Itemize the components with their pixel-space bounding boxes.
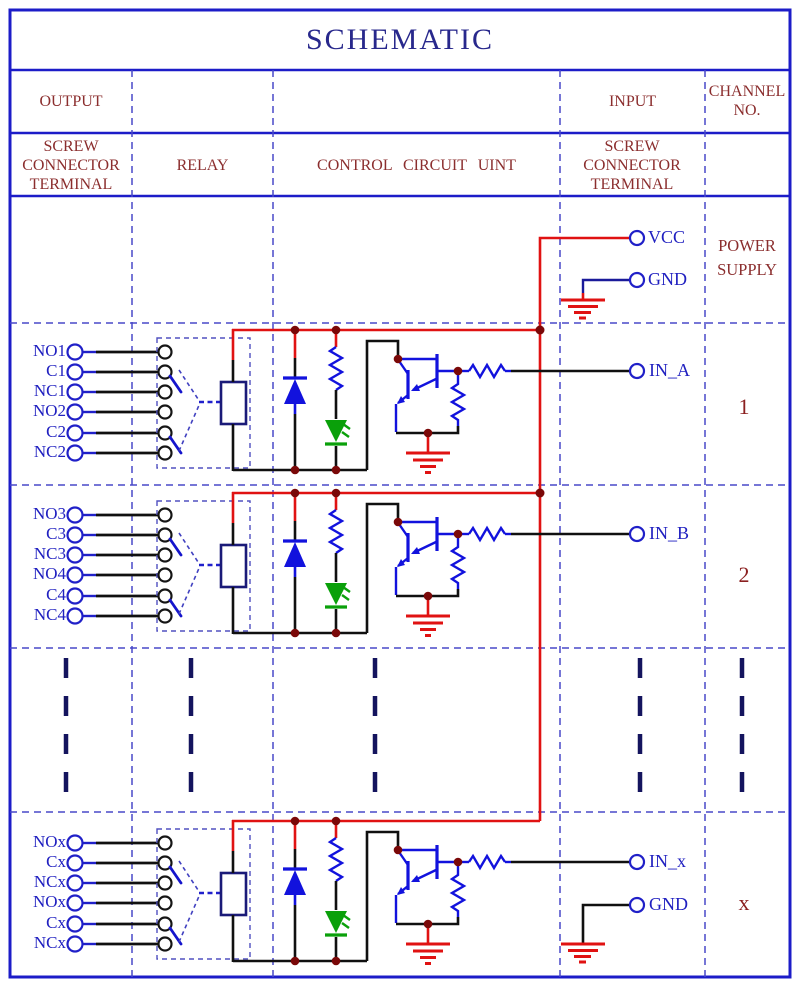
header-channel-no: CHANNEL NO. — [708, 83, 786, 120]
channel-x-gnd-circuit — [561, 896, 646, 964]
channel-x-circuit — [65, 815, 646, 967]
terminal-label: Cx — [46, 913, 66, 932]
terminal-label: C4 — [46, 585, 66, 604]
gnd-terminal-ring — [628, 896, 646, 914]
sheet-title: SCHEMATIC — [305, 23, 495, 56]
ground-symbol — [561, 293, 605, 320]
ground-symbol — [561, 942, 605, 964]
header-screw-left: SCREW CONNECTOR TERMINAL — [22, 138, 120, 194]
main-vcc-line — [538, 236, 630, 821]
terminal-label: NO1 — [32, 341, 66, 360]
vcc-terminal-ring — [628, 229, 646, 247]
power-supply-circuit — [538, 229, 646, 821]
grid-lines — [8, 8, 792, 979]
header-control-circuit: CONTROL CIRCUIT UINT — [317, 157, 516, 174]
continuation-marks — [63, 658, 745, 798]
terminal-label: C3 — [46, 524, 66, 543]
terminal-label: NOx — [32, 892, 66, 911]
dashed-dividers — [10, 70, 790, 977]
channel-number: 1 — [738, 394, 750, 419]
terminal-label: NC2 — [33, 442, 66, 461]
terminal-label: C2 — [46, 422, 66, 441]
terminal-label: NC4 — [33, 605, 66, 624]
header-screw-right: SCREW CONNECTOR TERMINAL — [583, 138, 681, 194]
terminal-label: NO4 — [32, 564, 66, 583]
power-supply-label: POWER SUPPLY — [717, 236, 777, 279]
gnd-label: GND — [648, 269, 687, 289]
input-label: IN_x — [649, 851, 686, 871]
terminal-label: NC1 — [33, 381, 66, 400]
terminal-label: NCx — [33, 872, 66, 891]
terminal-label: NOx — [32, 832, 66, 851]
channel-number: x — [738, 890, 750, 915]
header-relay: RELAY — [176, 157, 229, 174]
terminal-label: C1 — [46, 361, 66, 380]
terminal-label: NO3 — [32, 504, 66, 523]
gnd-wire — [581, 278, 630, 293]
header-output: OUTPUT — [39, 93, 103, 110]
vcc-tap-dots — [535, 325, 545, 498]
terminal-label: NCx — [33, 933, 66, 952]
terminal-label: NO2 — [32, 401, 66, 420]
input-label: IN_A — [649, 360, 690, 380]
header-input: INPUT — [608, 93, 657, 110]
input-label: IN_B — [649, 523, 689, 543]
terminal-label: Cx — [46, 852, 66, 871]
gnd-label: GND — [649, 894, 688, 914]
channel-number: 2 — [738, 562, 750, 587]
channel-2-circuit — [65, 487, 646, 639]
terminal-label: NC3 — [33, 544, 66, 563]
vcc-label: VCC — [648, 227, 686, 247]
gnd-terminal-ring — [628, 271, 646, 289]
channel-1-circuit — [65, 324, 646, 476]
